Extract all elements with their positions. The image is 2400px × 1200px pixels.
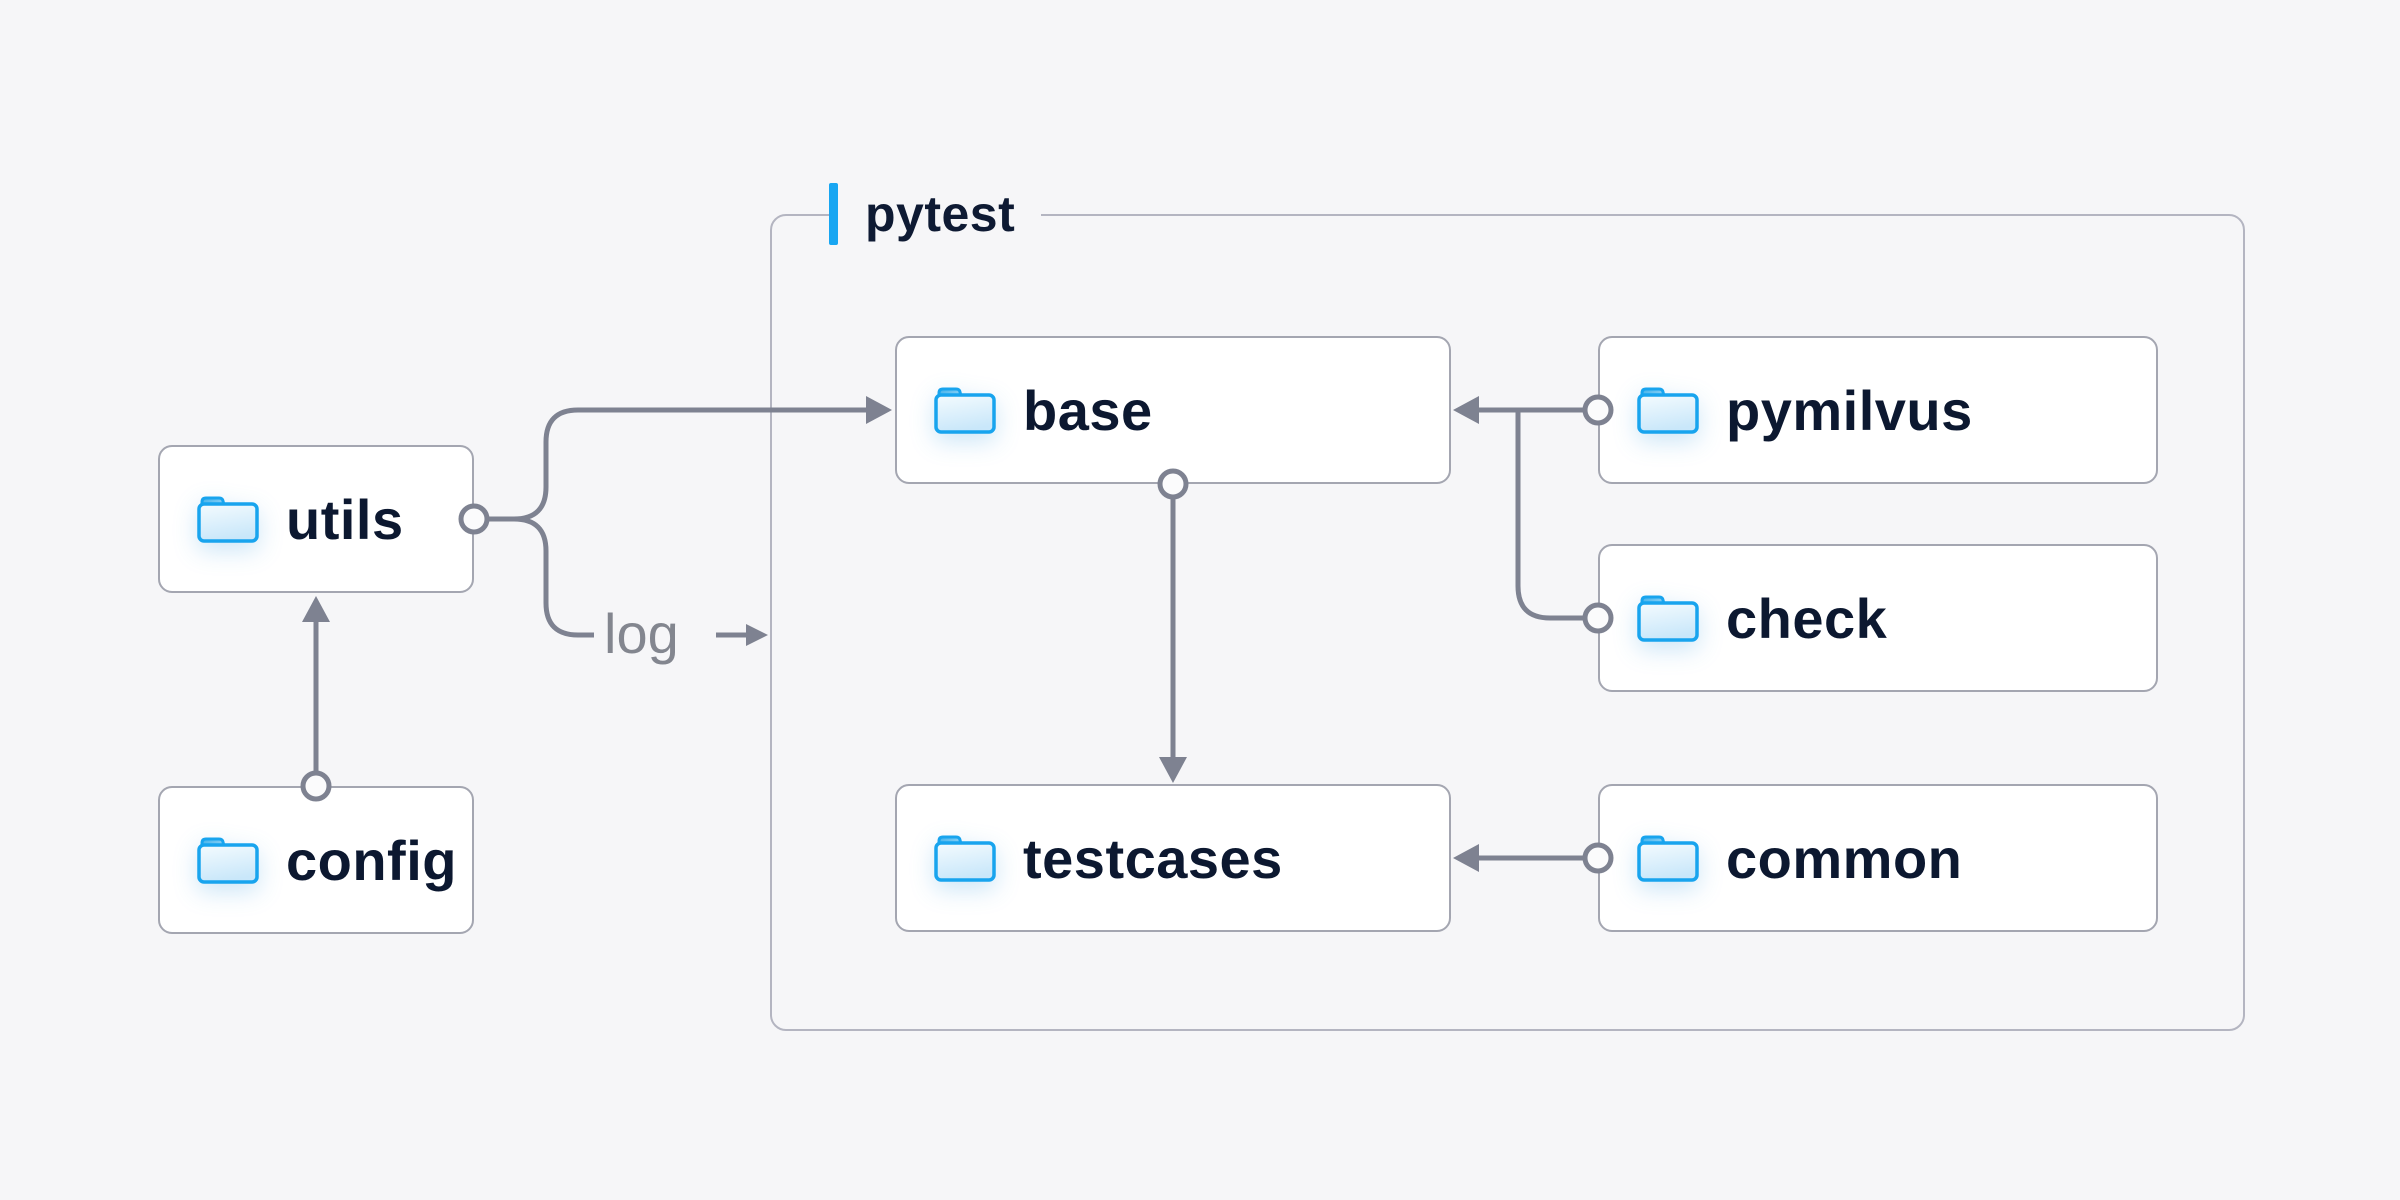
pytest-container <box>770 214 2245 1031</box>
node-base: base <box>895 336 1451 484</box>
node-label: base <box>1023 378 1153 442</box>
arrowhead-right-small <box>746 624 768 646</box>
node-label: check <box>1726 586 1888 650</box>
folder-icon <box>934 387 996 434</box>
node-testcases: testcases <box>895 784 1451 932</box>
node-label: common <box>1726 826 1963 890</box>
node-common: common <box>1598 784 2158 932</box>
folder-icon <box>197 837 259 884</box>
folder-icon <box>1637 835 1699 882</box>
pytest-container-label: pytest <box>829 183 1042 245</box>
container-title: pytest <box>865 186 1016 242</box>
node-check: check <box>1598 544 2158 692</box>
node-pymilvus: pymilvus <box>1598 336 2158 484</box>
arrowhead-up <box>302 596 330 622</box>
node-label: pymilvus <box>1726 378 1973 442</box>
folder-icon <box>934 835 996 882</box>
blue-accent-bar <box>829 183 838 245</box>
node-label: config <box>286 828 457 892</box>
folder-icon <box>1637 387 1699 434</box>
node-label: testcases <box>1023 826 1283 890</box>
edge-label-log: log <box>604 602 679 665</box>
node-label: utils <box>286 487 404 551</box>
node-utils: utils <box>158 445 474 593</box>
node-config: config <box>158 786 474 934</box>
folder-icon <box>1637 595 1699 642</box>
edge-utils-log <box>513 516 594 638</box>
folder-icon <box>197 496 259 543</box>
